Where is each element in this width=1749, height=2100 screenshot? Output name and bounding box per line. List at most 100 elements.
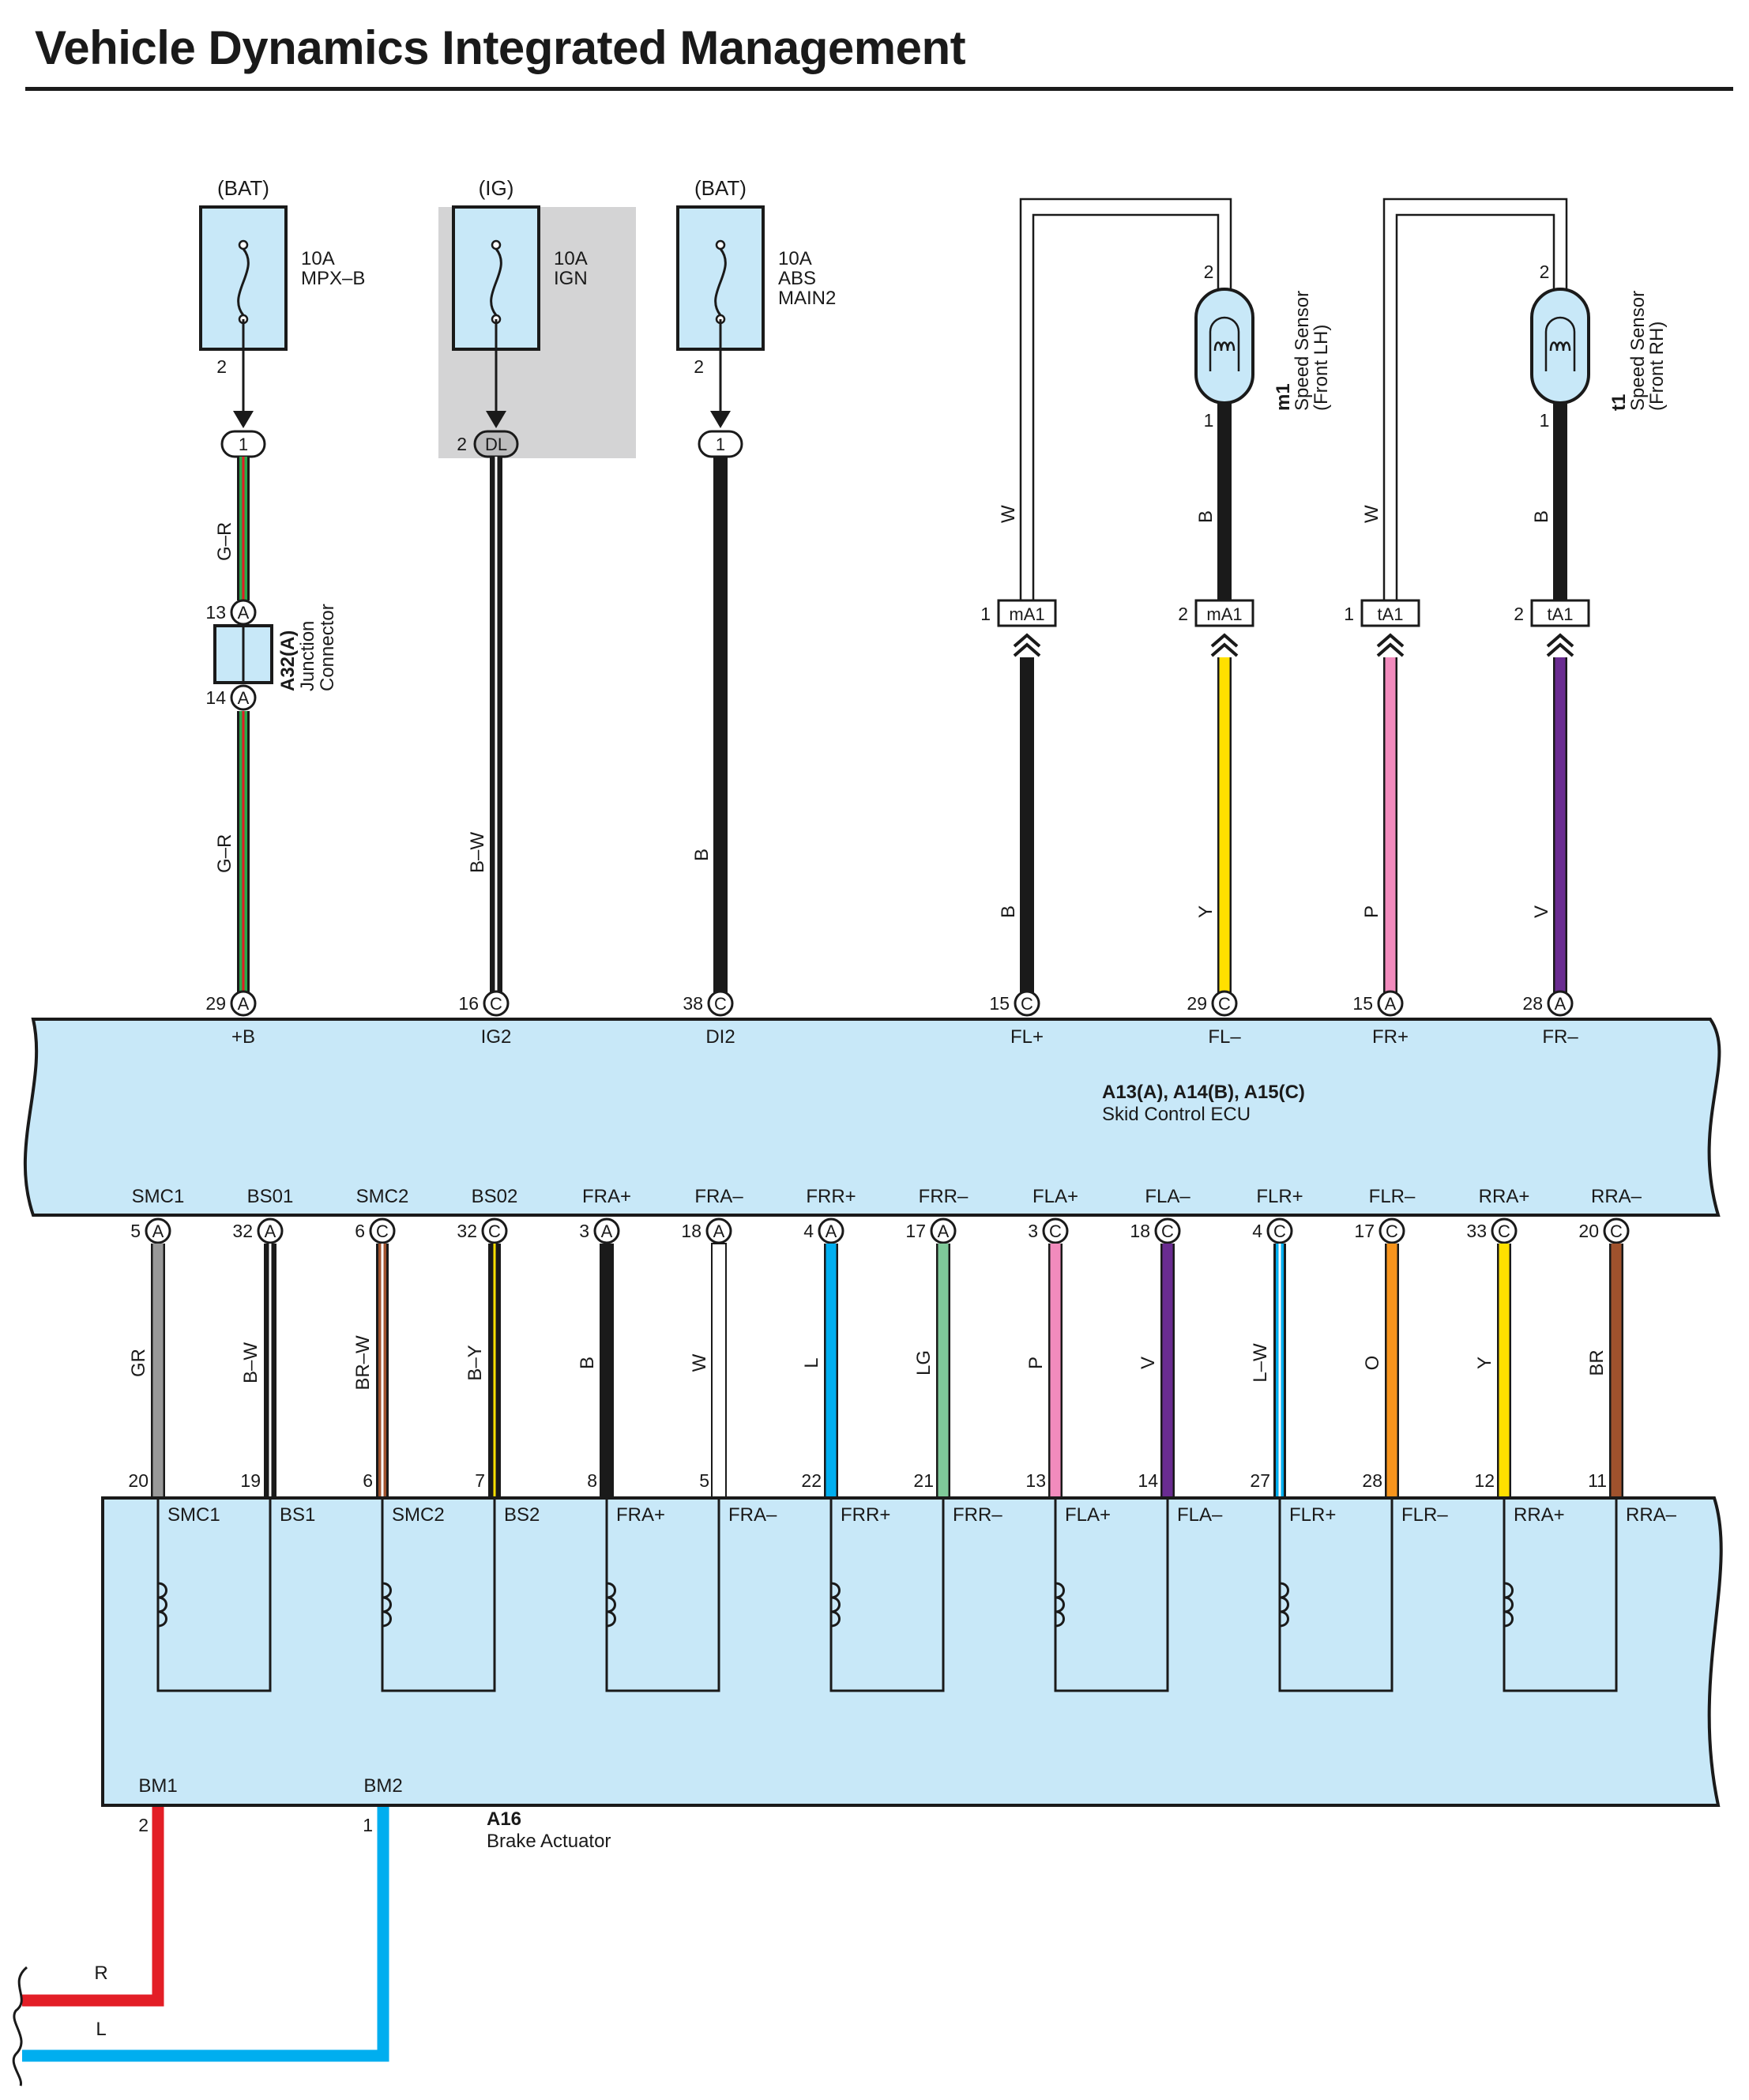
fuse-name-0: MPX–B — [301, 268, 365, 289]
sensor-name-1: Speed Sensor — [1627, 291, 1649, 411]
actuator-label-9: FLA– — [1177, 1504, 1223, 1526]
ecu-top-label-5: FR+ — [1372, 1026, 1409, 1048]
ecu-top-terminal-4: C29 — [1187, 990, 1238, 1017]
wire-break-symbol — [12, 1966, 28, 2087]
junction-name: Junction — [297, 621, 318, 691]
mid-wire-label-2: BR–W — [352, 1335, 374, 1391]
sensor-connector-pin-1-2: 2 — [1514, 604, 1524, 624]
fuse-pin-0: 2 — [216, 356, 227, 377]
ecu-bottom-terminal-7: A 17 — [905, 1217, 957, 1244]
fuse-arrow-2 — [710, 411, 731, 428]
solenoid-4 — [1054, 1498, 1169, 1692]
ecu-top-terminal-2: C 38 — [683, 990, 734, 1017]
fuse-conn-pin-1: 2 — [457, 434, 467, 454]
solenoid-coil-1 — [382, 1582, 392, 1628]
svg-text:C: C — [1021, 994, 1033, 1014]
mid-wire-0 — [151, 1244, 165, 1498]
svg-text:C: C — [714, 994, 727, 1014]
actuator-pin-4: 8 — [587, 1470, 597, 1491]
ecu-bottom-label-0: SMC1 — [132, 1186, 185, 1207]
svg-text:A: A — [1555, 994, 1567, 1014]
svg-text:A: A — [601, 1221, 613, 1241]
svg-text:C: C — [1049, 1221, 1062, 1241]
actuator-bm1-pin: 2 — [138, 1815, 149, 1835]
solenoid-coil-6 — [1503, 1582, 1514, 1628]
mid-wire-label-1: B–W — [240, 1342, 261, 1383]
svg-text:32: 32 — [457, 1221, 477, 1241]
svg-text:mA1: mA1 — [1009, 604, 1044, 624]
actuator-pin-13: 11 — [1588, 1470, 1607, 1491]
ecu-bottom-terminal-10: C4 — [1252, 1217, 1293, 1244]
speed-sensor-1 — [1530, 288, 1590, 405]
wire-label-b-abs: B — [691, 849, 713, 861]
sensor-w-label-1: W — [1361, 505, 1382, 523]
wire-bw-ig — [490, 457, 502, 992]
sensor-loop-wire-0 — [1019, 198, 1232, 600]
svg-text:C: C — [488, 1221, 501, 1241]
solenoid-1 — [381, 1498, 496, 1692]
sensor-connector-1-2: tA1 — [1530, 599, 1590, 627]
actuator-label-5: FRA– — [728, 1504, 777, 1526]
mid-wire-label-5: W — [689, 1353, 710, 1372]
sensor-b-label-0: B — [1195, 510, 1217, 523]
ecu-bottom-terminal-6: A4 — [803, 1217, 844, 1244]
sensor-pin-top-0: 2 — [1204, 262, 1214, 282]
sensor-connector-pin-1-1: 1 — [1344, 604, 1354, 624]
svg-text:A: A — [152, 1221, 164, 1241]
sensor-connector-pin-0-1: 1 — [980, 604, 991, 624]
actuator-pin-0: 20 — [128, 1470, 149, 1491]
fuse-arrow-1 — [486, 411, 506, 428]
wire-label-r: R — [94, 1963, 107, 1984]
actuator-bm2-pin: 1 — [363, 1815, 373, 1835]
ecu-bottom-label-7: FRR– — [919, 1186, 969, 1207]
wire-l-bottom — [22, 1807, 389, 2062]
fuse-name-2: ABS — [778, 268, 816, 289]
ecu-bottom-terminal-9: C18 — [1130, 1217, 1181, 1244]
solenoid-6 — [1503, 1498, 1618, 1692]
svg-text:4: 4 — [803, 1221, 814, 1241]
brake-actuator — [101, 1496, 1723, 1807]
ecu-bottom-label-8: FLA+ — [1032, 1186, 1078, 1207]
speed-sensor-0 — [1194, 288, 1254, 405]
sensor-black-wire-0 — [1217, 403, 1232, 600]
mid-wire-3 — [488, 1244, 501, 1498]
svg-text:33: 33 — [1466, 1221, 1487, 1241]
solenoid-coil-0 — [157, 1582, 167, 1628]
svg-text:14: 14 — [205, 687, 226, 708]
actuator-pin-12: 12 — [1474, 1470, 1495, 1491]
sensor-code-0: m1 — [1273, 383, 1294, 411]
ecu-bottom-terminal-2: C6 — [355, 1217, 396, 1244]
svg-text:38: 38 — [683, 993, 703, 1014]
sensor-connector-0-2: mA1 — [1194, 599, 1254, 627]
svg-text:17: 17 — [905, 1221, 926, 1241]
wire-r-bottom — [22, 1807, 164, 2007]
mid-wire-12 — [1497, 1244, 1511, 1498]
svg-text:3: 3 — [1028, 1221, 1038, 1241]
ecu-name: Skid Control ECU — [1102, 1104, 1251, 1125]
mid-wire-label-13: BR — [1586, 1349, 1608, 1376]
sensor-connector-1-1: tA1 — [1360, 599, 1420, 627]
wire-label-gr-lower: G–R — [214, 834, 235, 873]
actuator-label-0: SMC1 — [167, 1504, 220, 1526]
svg-text:tA1: tA1 — [1377, 604, 1403, 624]
svg-text:A: A — [238, 994, 250, 1014]
svg-text:A: A — [238, 688, 250, 708]
sensor-pin-bottom-0: 1 — [1204, 410, 1214, 431]
sensor-lower-wire-a-1 — [1383, 657, 1397, 992]
svg-text:18: 18 — [681, 1221, 701, 1241]
fuse-rating-0: 10A — [301, 248, 335, 269]
sensor-pin-top-1: 2 — [1540, 262, 1550, 282]
svg-text:A: A — [238, 603, 250, 623]
svg-text:5: 5 — [130, 1221, 141, 1241]
svg-text:A: A — [938, 1221, 950, 1241]
mid-wire-label-3: B–Y — [465, 1345, 486, 1380]
svg-text:A: A — [265, 1221, 276, 1241]
svg-text:6: 6 — [355, 1221, 365, 1241]
ecu-bottom-label-5: FRA– — [694, 1186, 743, 1207]
ecu-top-label-4: FL– — [1208, 1026, 1241, 1048]
ecu-bottom-label-12: RRA+ — [1479, 1186, 1530, 1207]
ecu-top-label-0: +B — [231, 1026, 255, 1048]
ecu-bottom-label-3: BS02 — [472, 1186, 518, 1207]
svg-text:A: A — [1385, 994, 1397, 1014]
wire-label-gr-upper: G–R — [214, 522, 235, 561]
